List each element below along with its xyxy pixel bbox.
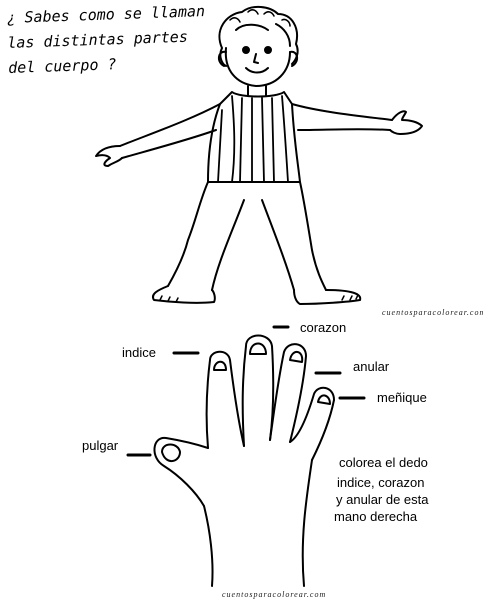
label-pulgar: pulgar xyxy=(82,438,118,453)
child-face xyxy=(226,48,290,86)
child-left-foot xyxy=(153,286,215,303)
pinky-finger xyxy=(290,388,334,460)
child-left-arm xyxy=(120,104,220,158)
instruction-line-2: indice, corazon xyxy=(337,475,424,490)
child-legs xyxy=(168,182,326,290)
credit-text-top: cuentosparacolorear.com xyxy=(382,308,483,317)
instruction-line-3: y anular de esta xyxy=(336,492,429,507)
child-right-hand xyxy=(390,111,422,134)
label-corazon: corazon xyxy=(300,320,346,335)
label-anular: anular xyxy=(353,359,389,374)
label-menique: meñique xyxy=(377,390,427,405)
child-swimsuit xyxy=(208,92,300,182)
child-figure xyxy=(96,7,422,304)
child-left-hand xyxy=(96,146,122,166)
hand-drawing xyxy=(154,336,334,587)
label-indice: indice xyxy=(122,345,156,360)
palm xyxy=(204,460,312,586)
middle-finger xyxy=(243,336,274,447)
child-right-foot xyxy=(294,290,360,304)
instruction-line-1: colorea el dedo xyxy=(339,455,428,470)
child-hair xyxy=(219,7,297,66)
child-right-arm xyxy=(292,104,392,130)
credit-text-bottom: cuentosparacolorear.com xyxy=(222,590,326,599)
instruction-line-4: mano derecha xyxy=(334,509,417,524)
